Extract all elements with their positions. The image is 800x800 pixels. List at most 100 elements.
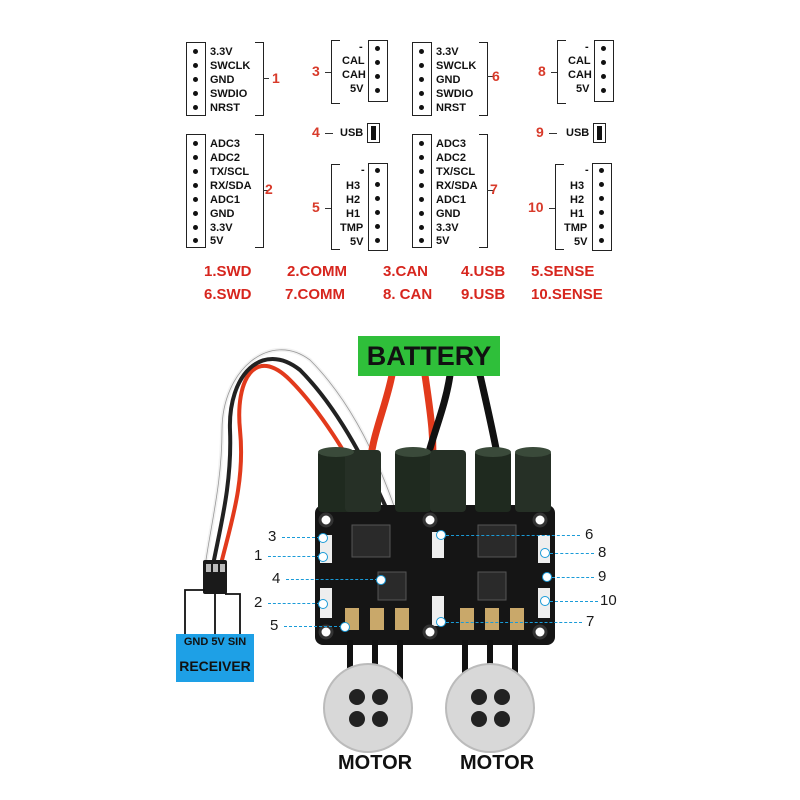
legend-item: 8. CAN [383, 286, 433, 303]
pin-label: ADC3 [436, 138, 466, 150]
pin-label: NRST [210, 102, 240, 114]
mcu-chip [351, 524, 391, 558]
motor-right-icon [445, 663, 535, 753]
pin-label: H1 [570, 208, 585, 220]
number-3: 3 [312, 63, 320, 79]
pin-label: GND [210, 208, 235, 220]
pin-label: CAL [568, 55, 591, 67]
callout-4: 4 [272, 570, 281, 587]
pin-label: CAH [342, 69, 366, 81]
pin-label: 5V [436, 235, 450, 247]
pin-label: 3.3V [436, 222, 459, 234]
pin-label: H3 [346, 180, 361, 192]
legend-item: 9.USB [461, 286, 506, 303]
legend-item: 1.SWD [204, 263, 252, 280]
motor-right-label: MOTOR [460, 752, 535, 774]
pin-label: 3.3V [210, 46, 233, 58]
number-9: 9 [536, 124, 544, 140]
pin-label: - [585, 164, 589, 176]
legend-item: 7.COMM [285, 286, 345, 303]
callout-7: 7 [586, 613, 595, 630]
pin-label: 5V [576, 83, 590, 95]
pin-label: TX/SCL [210, 166, 250, 178]
pin-label: H3 [570, 180, 585, 192]
pin-label: - [585, 41, 589, 53]
pin-label: 3.3V [210, 222, 233, 234]
callout-1: 1 [254, 547, 263, 564]
pin-label: H2 [346, 194, 361, 206]
pin-label: NRST [436, 102, 466, 114]
motor-left-label: MOTOR [338, 752, 413, 774]
pin-label: CAL [342, 55, 365, 67]
pin-label: 5V [350, 83, 364, 95]
number-10: 10 [528, 199, 544, 215]
connector-9-usb: USB [560, 122, 610, 144]
number-4: 4 [312, 124, 320, 140]
mcu-chip [477, 524, 517, 558]
receiver-block: GND 5V SIN RECEIVER [176, 634, 254, 682]
pin-label: ADC1 [210, 194, 240, 206]
pin-label: TMP [564, 222, 588, 234]
pin-label: GND [210, 74, 235, 86]
pin-label: GND [436, 74, 461, 86]
pin-label: RX/SDA [210, 180, 252, 192]
controller-board [315, 505, 555, 645]
battery-text: BATTERY [366, 340, 492, 371]
pin-label: TMP [340, 222, 364, 234]
connector-8-can: - CAL CAH 5V [566, 40, 616, 104]
callout-10: 10 [600, 592, 617, 609]
callout-8: 8 [598, 544, 607, 561]
pin-label: SWDIO [436, 88, 474, 100]
callout-2: 2 [254, 594, 263, 611]
callout-5: 5 [270, 617, 279, 634]
number-6: 6 [492, 68, 500, 84]
legend-item: 4.USB [461, 263, 506, 280]
callout-3: 3 [268, 528, 277, 545]
pin-label: SWDIO [210, 88, 248, 100]
usb-label: USB [566, 127, 590, 139]
number-2: 2 [265, 181, 273, 197]
pin-label: ADC1 [436, 194, 466, 206]
pin-label: 5V [350, 236, 364, 248]
usb-port-icon [367, 123, 380, 143]
pin-label: SWCLK [210, 60, 251, 72]
connector-6-swd: 3.3V SWCLK GND SWDIO NRST [412, 42, 502, 120]
receiver-pins-label: GND 5V SIN [183, 636, 247, 648]
connector-7-comm: ADC3 ADC2 TX/SCL RX/SDA ADC1 GND 3.3V 5V [412, 134, 502, 250]
pin-label: ADC2 [436, 152, 466, 164]
number-7: 7 [490, 181, 498, 197]
pin-label: CAH [568, 69, 592, 81]
number-8: 8 [538, 63, 546, 79]
legend-item: 5.SENSE [531, 263, 595, 280]
legend-item: 6.SWD [204, 286, 252, 303]
capacitors [318, 447, 551, 512]
legend-item: 10.SENSE [531, 286, 603, 303]
pin-label: SWCLK [436, 60, 477, 72]
pin-label: 3.3V [436, 46, 459, 58]
pin-label: RX/SDA [436, 180, 478, 192]
number-5: 5 [312, 199, 320, 215]
receiver-cable [204, 347, 404, 562]
pin-label: H2 [570, 194, 585, 206]
connector-1-swd: 3.3V SWCLK GND SWDIO NRST [186, 42, 276, 120]
connector-10-sense: - H3 H2 H1 TMP 5V [564, 163, 614, 255]
driver-chip [477, 571, 507, 601]
legend-item: 3.CAN [383, 263, 429, 280]
pin-label: - [359, 41, 363, 53]
pin-label: 5V [210, 235, 224, 247]
servo-plug [203, 560, 227, 594]
number-1: 1 [272, 70, 280, 86]
usb-label: USB [340, 127, 364, 139]
pin-label: TX/SCL [436, 166, 476, 178]
battery-wires [366, 371, 504, 474]
connector-5-sense: - H3 H2 H1 TMP 5V [340, 163, 390, 255]
usb-port-icon [593, 123, 606, 143]
motor-left-icon [323, 663, 413, 753]
pin-label: GND [436, 208, 461, 220]
legend-item: 2.COMM [287, 263, 347, 280]
pin-label: ADC2 [210, 152, 240, 164]
callout-6: 6 [585, 526, 594, 543]
pin-label: 5V [574, 236, 588, 248]
pin-label: - [361, 164, 365, 176]
